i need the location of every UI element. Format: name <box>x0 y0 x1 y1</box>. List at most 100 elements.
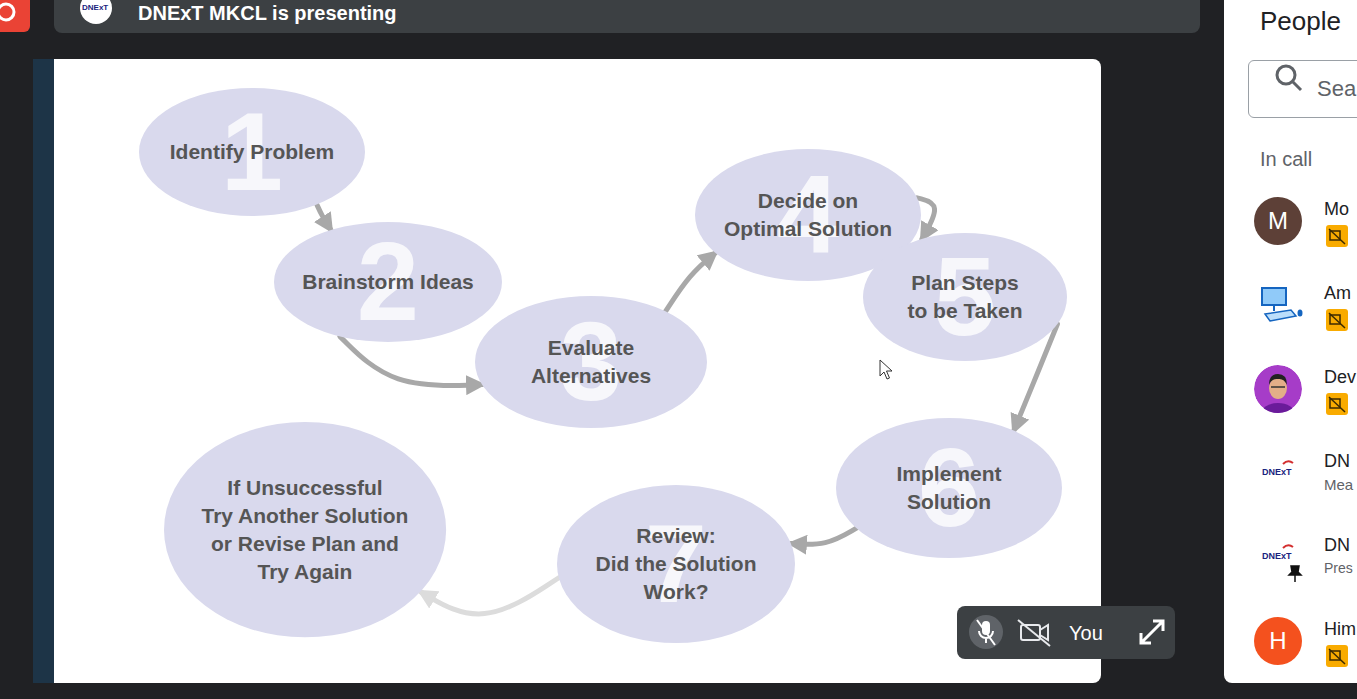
step-number-holder: 5 <box>863 233 1067 361</box>
text-line: Optimal Solution <box>724 215 892 243</box>
presenting-bar <box>54 0 1200 33</box>
participant-name: Him <box>1324 619 1356 641</box>
people-panel <box>1224 0 1357 683</box>
text-line: Implement <box>896 460 1001 488</box>
participant-role: Mea <box>1324 476 1353 494</box>
panel-heading: People <box>1260 6 1341 37</box>
step-text: Implement Solution <box>896 460 1001 516</box>
text-line: If Unsuccessful <box>202 474 409 502</box>
slide-corner <box>54 59 74 683</box>
logo-swoosh <box>1283 545 1293 548</box>
camera-off-badge <box>1326 225 1348 247</box>
step-number: 4 <box>777 159 839 271</box>
slide <box>54 59 1101 683</box>
participant-name: DN <box>1324 451 1350 473</box>
avatar-letter: M <box>1268 207 1288 235</box>
section-heading: In call <box>1260 147 1312 171</box>
step-ellipse: 6Implement Solution <box>836 418 1062 558</box>
label-holder: In call <box>1260 147 1312 171</box>
label-holder: DN <box>1324 535 1350 557</box>
text-line: or Revise Plan and <box>202 530 409 558</box>
label-holder: Mo <box>1324 199 1349 221</box>
label-holder: Him <box>1324 619 1356 641</box>
camera-off-badge <box>1326 645 1348 667</box>
text-line: Brainstorm Ideas <box>302 268 474 296</box>
search-icon <box>1277 66 1295 84</box>
text-line: Plan Steps <box>907 269 1022 297</box>
avatar-photo <box>1254 365 1302 425</box>
label-holder: DNExT <box>1262 467 1292 478</box>
text-line: Try Again <box>202 558 409 586</box>
search-box-text: Sea <box>1317 76 1356 102</box>
computer-stand <box>1273 305 1275 311</box>
computer-mouse <box>1298 310 1303 317</box>
avatar-initial: H <box>1254 617 1302 665</box>
camera-off-badge <box>1326 309 1348 331</box>
label-holder: DNExT <box>1262 551 1292 562</box>
logo-text: DNExT <box>1262 551 1292 562</box>
text-line: Solution <box>896 488 1001 516</box>
step-text: If Unsuccessful Try Another Solution or … <box>202 474 409 586</box>
participant-role: Pres <box>1324 560 1353 577</box>
label-holder: DNExT <box>82 3 108 13</box>
step-number: 3 <box>560 306 622 418</box>
step-text: Evaluate Alternatives <box>531 334 651 390</box>
step-text: Plan Steps to be Taken <box>907 269 1022 325</box>
avatar-letter: H <box>1269 627 1286 655</box>
step-ellipse: 5Plan Steps to be Taken <box>863 233 1067 361</box>
step-number-holder: 6 <box>836 418 1062 558</box>
label-holder: Mea <box>1324 476 1353 494</box>
step-text: Identify Problem <box>170 138 335 166</box>
text-line: Alternatives <box>531 362 651 390</box>
pin-icon <box>1289 566 1301 582</box>
avatar-logo <box>1254 533 1302 581</box>
mic-slash <box>977 620 995 645</box>
text-line: Review: <box>596 522 757 550</box>
text-line: Work? <box>596 578 757 606</box>
presenter-logo <box>80 0 112 24</box>
step-ellipse: If Unsuccessful Try Another Solution or … <box>164 422 446 637</box>
flow-arrow <box>791 528 856 544</box>
label-holder: Am <box>1324 283 1351 305</box>
step-number-holder: 3 <box>475 296 707 428</box>
expand-icon <box>1141 621 1163 643</box>
step-ellipse: 1Identify Problem <box>139 88 365 216</box>
avatar-computer <box>1254 281 1302 329</box>
step-number: 5 <box>934 241 996 353</box>
text-line: Try Another Solution <box>202 502 409 530</box>
logo-text: DNExT <box>1262 467 1292 478</box>
step-ellipse: 3Evaluate Alternatives <box>475 296 707 428</box>
flow-arrow <box>421 578 559 614</box>
text-line: Identify Problem <box>170 138 335 166</box>
camera-glyph <box>1021 625 1040 640</box>
text-line: Did the Solution <box>596 550 757 578</box>
self-view-pill <box>957 606 1175 659</box>
flow-arrow <box>666 253 716 312</box>
step-number: 6 <box>918 432 980 544</box>
mic-button <box>969 615 1003 649</box>
self-view-label-text: You <box>1069 621 1103 645</box>
label-holder: DN <box>1324 451 1350 473</box>
mouse-cursor <box>880 360 892 379</box>
computer-monitor <box>1262 288 1286 305</box>
present-icon <box>0 0 30 32</box>
search-icon <box>1293 82 1301 90</box>
step-ellipse: 2Brainstorm Ideas <box>274 222 502 342</box>
label-holder: Pres <box>1324 560 1353 577</box>
step-ellipse: 7Review: Did the Solution Work? <box>557 485 795 643</box>
text-line: to be Taken <box>907 297 1022 325</box>
label-holder: Dev <box>1324 367 1356 389</box>
participant-name: Am <box>1324 283 1351 305</box>
step-text: Brainstorm Ideas <box>302 268 474 296</box>
text-line: Decide on <box>724 187 892 215</box>
self-view-label: You <box>957 606 1175 659</box>
ellipse-outline <box>164 422 446 637</box>
search-box: Sea <box>1248 60 1357 118</box>
slide-edge <box>33 59 73 683</box>
present-icon-ring <box>0 4 14 20</box>
camera-off-badge <box>1326 393 1348 415</box>
flow-arrow <box>317 204 331 230</box>
text-line: Evaluate <box>531 334 651 362</box>
